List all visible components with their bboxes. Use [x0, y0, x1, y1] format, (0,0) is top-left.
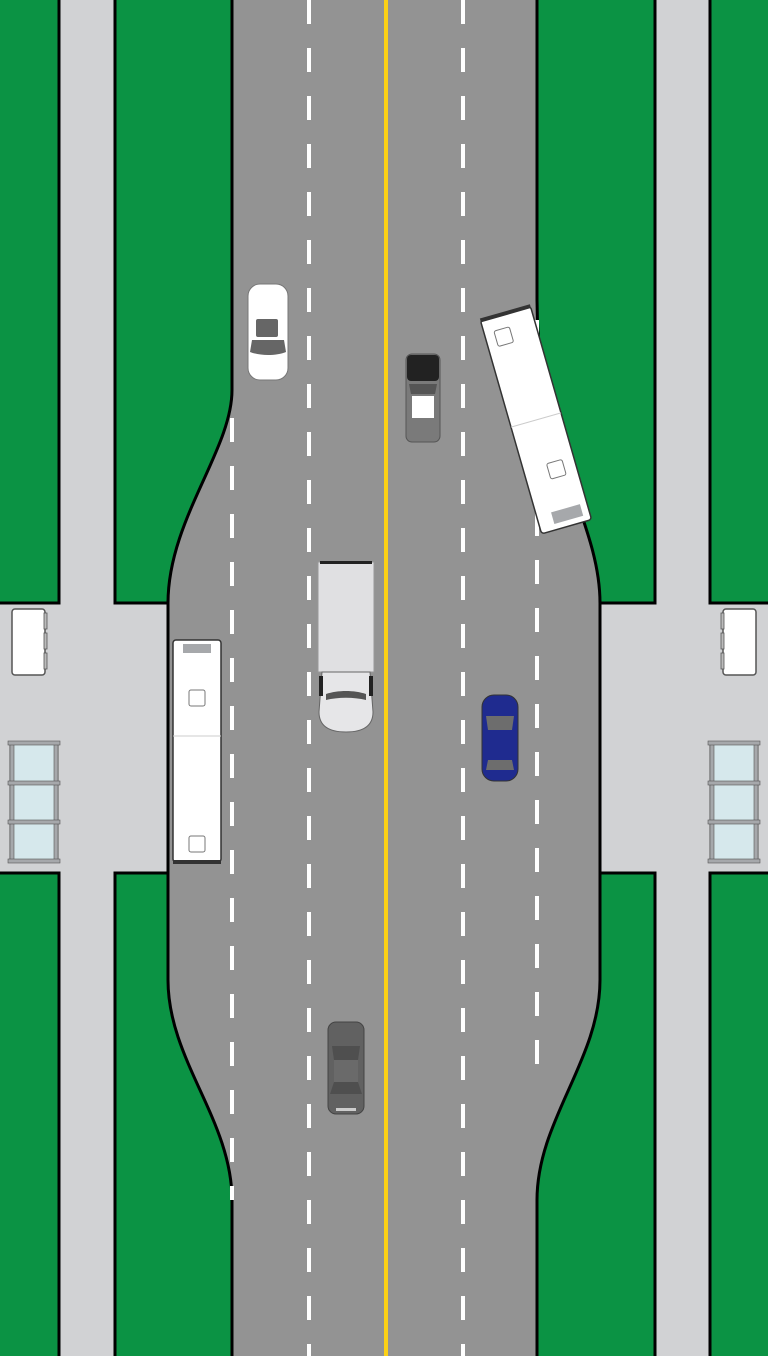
grass-block-far-left-bottom	[0, 871, 61, 1356]
grass-block-far-right-bottom	[708, 871, 768, 1356]
box-truck	[317, 561, 375, 733]
bus-left	[172, 639, 222, 864]
lane-markings	[230, 0, 539, 1356]
blue-sedan	[481, 694, 519, 782]
bus-right	[479, 304, 592, 534]
gray-sedan	[327, 1021, 365, 1115]
bus-shelter-right	[707, 740, 761, 864]
white-suv	[247, 283, 289, 381]
bench-right	[720, 608, 757, 676]
grass-block-far-left-top	[0, 0, 61, 605]
bench-left	[11, 608, 48, 676]
grass-block-far-right-top	[708, 0, 768, 605]
bus-shelter-left	[7, 740, 61, 864]
black-pickup	[405, 353, 441, 443]
